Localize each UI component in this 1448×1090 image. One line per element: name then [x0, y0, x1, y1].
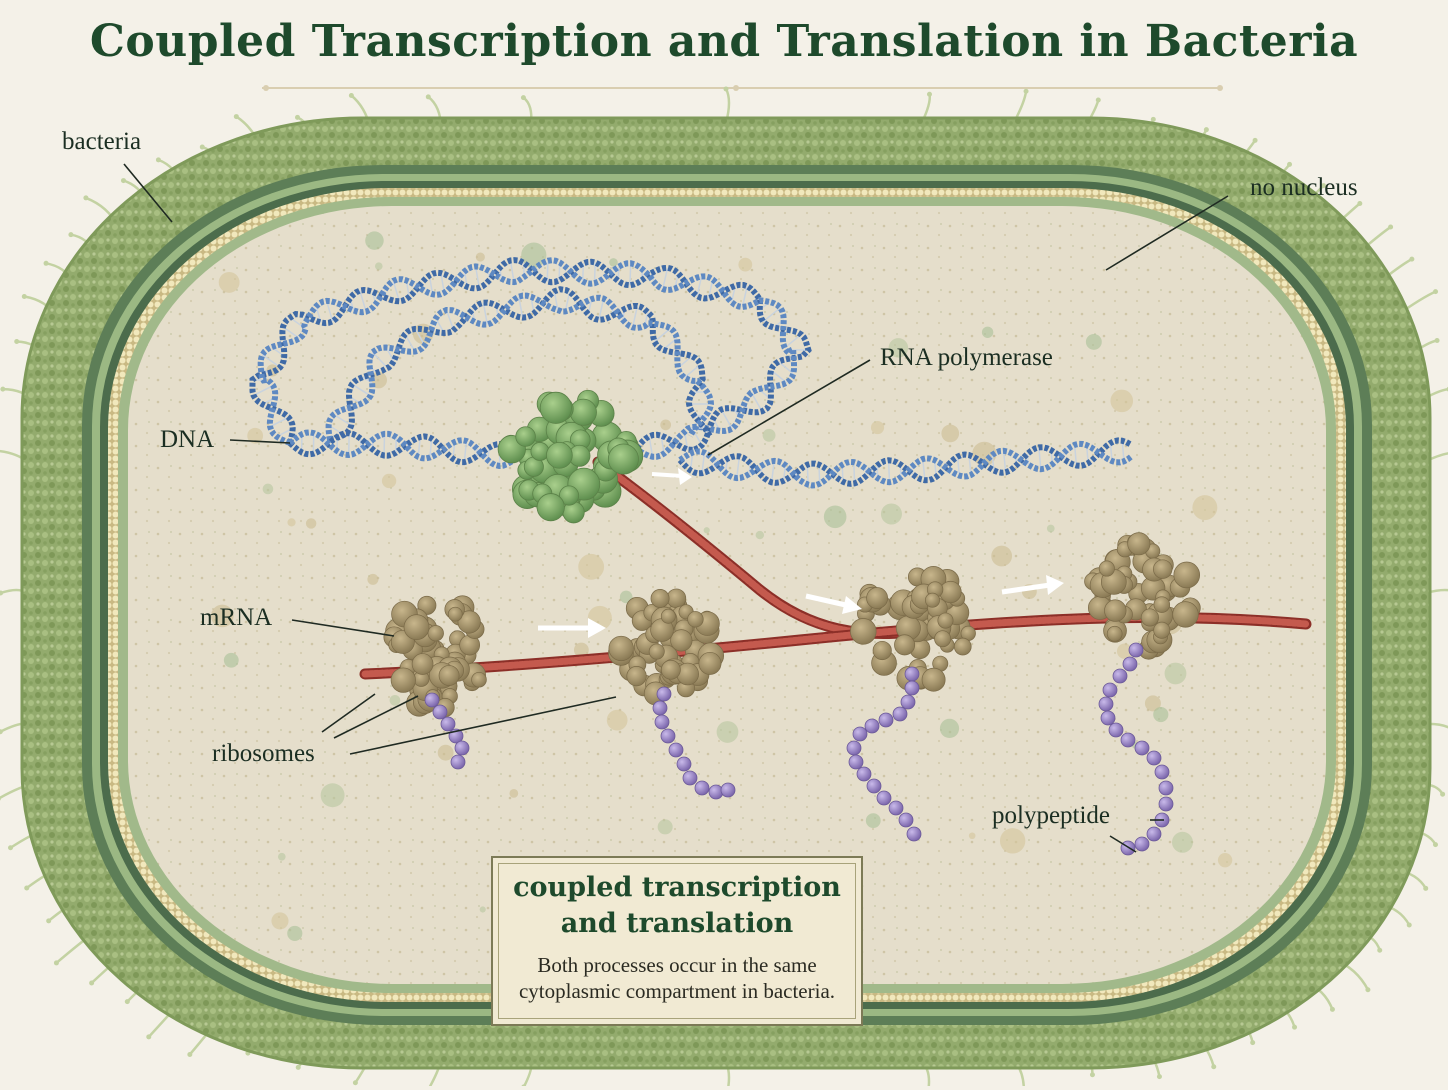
caption-box: coupled transcription and translation Bo…	[491, 856, 863, 1026]
caption-text: Both processes occur in the same cytopla…	[493, 952, 861, 1004]
label-no-nucleus: no nucleus	[1250, 174, 1358, 202]
page-title: Coupled Transcription and Translation in…	[0, 16, 1448, 67]
label-ribosomes: ribosomes	[212, 740, 315, 768]
label-polypeptide: polypeptide	[992, 802, 1110, 830]
caption-title-line: coupled transcription	[493, 870, 861, 906]
title-divider	[262, 85, 1223, 91]
caption-text-line: Both processes occur in the same	[493, 952, 861, 978]
caption-title-line: and translation	[493, 906, 861, 942]
caption-title: coupled transcription and translation	[493, 870, 861, 942]
label-bacteria: bacteria	[62, 128, 141, 156]
label-dna: DNA	[160, 426, 214, 454]
label-rna-polymerase: RNA polymerase	[880, 344, 1053, 372]
caption-text-line: cytoplasmic compartment in bacteria.	[493, 978, 861, 1004]
label-mrna: mRNA	[200, 604, 272, 632]
